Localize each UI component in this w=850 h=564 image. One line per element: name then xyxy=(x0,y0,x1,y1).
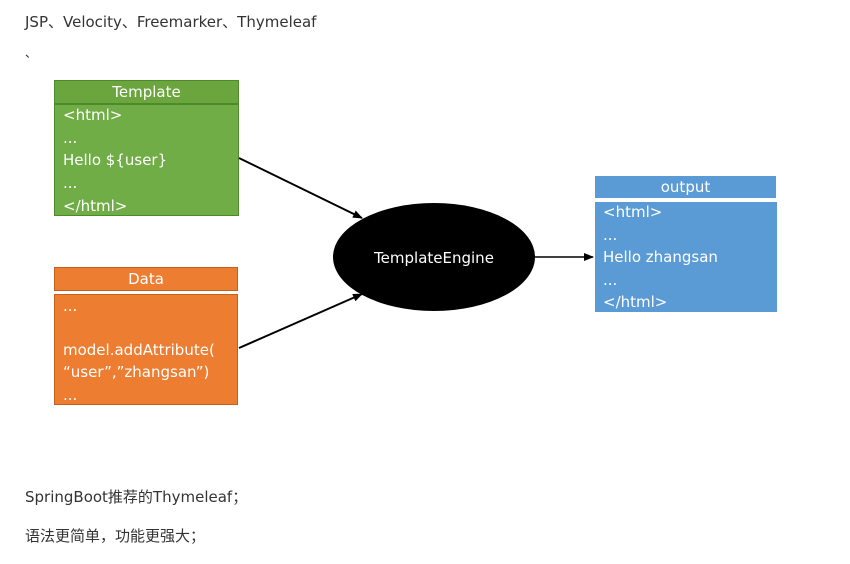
template-box-body: <html> ... Hello ${user} ... </html> xyxy=(54,104,239,216)
footer-line-2: 语法更简单，功能更强大； xyxy=(25,527,206,545)
data-to-engine-arrow xyxy=(238,293,363,349)
output-line: Hello zhangsan xyxy=(603,248,718,266)
data-box-title: Data xyxy=(54,267,238,291)
template-engines-list: JSP、Velocity、Freemarker、Thymeleaf xyxy=(25,13,317,31)
stray-mark: 、 xyxy=(25,46,38,60)
output-line: </html> xyxy=(603,293,668,311)
template-line: ... xyxy=(63,129,78,147)
template-line: ... xyxy=(63,174,78,192)
output-line: ... xyxy=(603,271,618,289)
template-line: </html> xyxy=(63,197,128,215)
data-box-body: ... model.addAttribute( “user”,”zhangsan… xyxy=(54,294,238,405)
data-line: ... xyxy=(63,386,78,404)
data-line: ... xyxy=(63,297,78,315)
template-line: Hello ${user} xyxy=(63,151,168,169)
data-line: “user”,”zhangsan”) xyxy=(63,363,210,381)
template-engine-ellipse xyxy=(333,203,535,311)
data-line: model.addAttribute( xyxy=(63,341,215,359)
template-to-engine-arrow xyxy=(238,157,363,219)
template-line: <html> xyxy=(63,106,123,124)
output-box-title: output xyxy=(595,176,776,198)
template-engine-label: TemplateEngine xyxy=(373,249,494,267)
footer-line-1: SpringBoot推荐的Thymeleaf； xyxy=(25,488,248,506)
output-line: <html> xyxy=(603,203,663,221)
output-line: ... xyxy=(603,226,618,244)
output-box-body: <html> ... Hello zhangsan ... </html> xyxy=(595,202,777,312)
template-box-title: Template xyxy=(54,80,239,104)
